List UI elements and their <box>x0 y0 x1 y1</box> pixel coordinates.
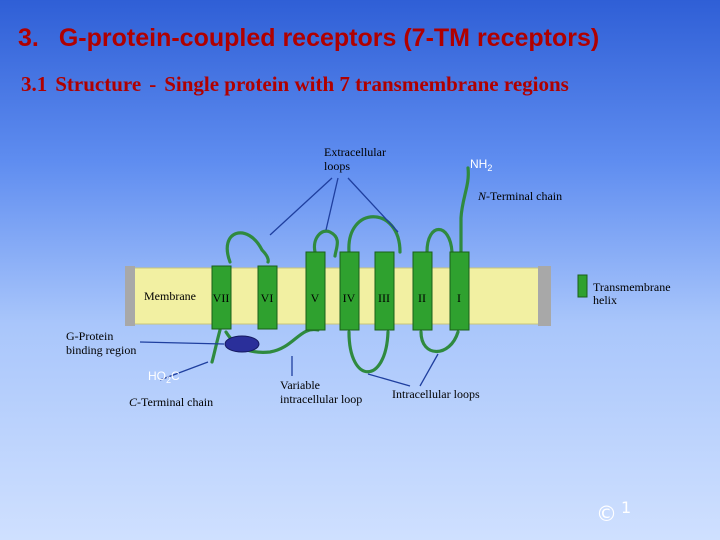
nh2-label-main: NH <box>470 157 487 171</box>
helix-5 <box>305 251 326 331</box>
variable-loop-label-line1: Variable <box>280 378 320 392</box>
helix-label-7: VII <box>213 291 230 305</box>
subtitle-text: Single protein with 7 transmembrane regi… <box>164 72 569 96</box>
pointer-intracellular-left <box>367 373 411 387</box>
extracellular-loop-1 <box>425 227 454 254</box>
extracellular-loop-3 <box>225 231 270 264</box>
pointer-extracellular-mid <box>325 177 339 231</box>
helix-label-3: III <box>378 291 390 305</box>
g-protein-label-line1: G-Protein <box>66 329 113 343</box>
copyright-symbol: © <box>596 502 617 526</box>
pointer-lines <box>139 177 439 387</box>
pointer-extracellular-left <box>269 177 333 236</box>
intracellular-loop-2 <box>347 330 390 374</box>
subtitle-number: 3.1 <box>21 72 48 96</box>
ho2c-label-b: C <box>171 369 180 383</box>
polypeptide-chain <box>210 166 470 374</box>
transmembrane-legend-swatch <box>577 274 588 298</box>
c-terminal-label-rest: -Terminal chain <box>137 395 213 409</box>
subtitle-separator: - <box>149 72 157 96</box>
n-terminal-label-italic: N <box>477 189 487 203</box>
extracellular-loop-4 <box>312 229 339 258</box>
helix-1 <box>449 251 470 331</box>
nh2-label: NH2 <box>470 157 492 173</box>
extracellular-loops-label-line2: loops <box>324 159 350 173</box>
g-protein-label-line2: binding region <box>66 343 136 357</box>
c-terminal-label-italic: C <box>129 395 138 409</box>
helix-label-4: IV <box>343 291 356 305</box>
pointer-extracellular-right <box>347 177 399 233</box>
c-terminal-label: C-Terminal chain <box>129 395 213 409</box>
extracellular-loops-label-line1: Extracellular <box>324 145 386 159</box>
extracellular-loop-2 <box>347 215 402 254</box>
intracellular-loops-label: Intracellular loops <box>392 387 480 401</box>
membrane-right-cap <box>538 266 551 326</box>
transmembrane-helix-label-line1: Transmembrane <box>593 280 671 294</box>
helix-label-2: II <box>418 291 426 305</box>
ho2c-label: HO2C <box>148 369 180 385</box>
pointer-c-terminal <box>159 361 209 381</box>
nh2-label-subscript: 2 <box>487 163 492 173</box>
helix-label-5: V <box>311 291 320 305</box>
title-text: G-protein-coupled receptors (7-TM recept… <box>58 24 600 52</box>
membrane-left-cap <box>125 266 135 326</box>
copyright-mark: ©1 <box>596 498 631 526</box>
transmembrane-helix-label-line2: helix <box>593 293 617 307</box>
n-terminal-label: N-Terminal chain <box>477 189 562 203</box>
pointer-g-protein <box>139 341 225 345</box>
helices <box>211 251 470 331</box>
variable-loop-label-line2: intracellular loop <box>280 392 362 406</box>
n-terminal-label-rest: -Terminal chain <box>486 189 562 203</box>
n-terminal-chain <box>459 166 470 254</box>
helix-7 <box>211 265 232 330</box>
page-number: 1 <box>621 498 632 517</box>
helix-4 <box>339 251 360 331</box>
slide-subtitle: 3.1 Structure-Single protein with 7 trans… <box>21 72 569 97</box>
title-number: 3. <box>18 24 39 52</box>
intracellular-loop-1 <box>419 330 460 354</box>
g-protein-binding-site <box>224 335 260 353</box>
helix-3 <box>374 251 395 331</box>
helix-2 <box>412 251 433 331</box>
ho2c-label-a: HO <box>148 369 166 383</box>
ho2c-label-sub: 2 <box>166 375 171 385</box>
slide-title: 3. G-protein-coupled receptors (7-TM rece… <box>18 24 599 53</box>
helix-label-1: I <box>457 291 461 305</box>
helix-6 <box>257 265 278 330</box>
subtitle-label: Structure <box>55 72 142 96</box>
helix-label-6: VI <box>261 291 274 305</box>
helix-labels: VII VI V IV III II I <box>213 291 461 305</box>
c-terminal-chain <box>210 328 222 364</box>
membrane-label: Membrane <box>144 289 196 303</box>
pointer-intracellular-right <box>419 353 439 387</box>
